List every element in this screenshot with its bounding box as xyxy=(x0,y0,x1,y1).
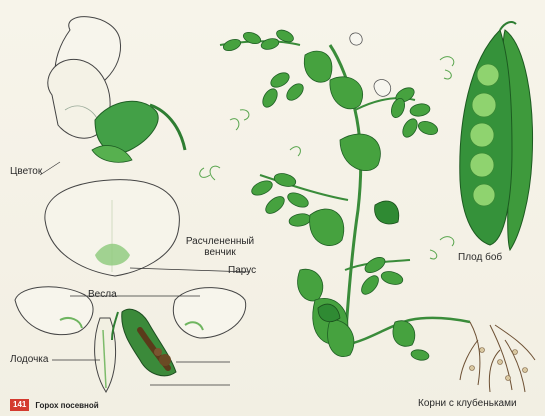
figure-caption: 141 Горох посевной xyxy=(10,398,99,412)
sail-petal-illustration xyxy=(45,180,250,276)
boat-label: Лодочка xyxy=(10,354,48,365)
split-corolla-label: Расчлененный венчик xyxy=(175,236,265,258)
figure-number: 141 xyxy=(10,399,29,411)
split-corolla-label-line1: Расчлененный xyxy=(175,236,265,247)
split-corolla-label-line2: венчик xyxy=(175,247,265,258)
oars-label: Весла xyxy=(88,289,117,300)
figure-title: Горох посевной xyxy=(35,401,98,410)
fruit-label: Плод боб xyxy=(458,252,502,263)
sail-label: Парус xyxy=(228,265,256,276)
flower-label: Цветок xyxy=(10,166,42,177)
flower-illustration xyxy=(48,17,185,163)
roots-label: Корни с клубеньками xyxy=(418,398,517,409)
pea-pod-illustration xyxy=(460,22,533,250)
